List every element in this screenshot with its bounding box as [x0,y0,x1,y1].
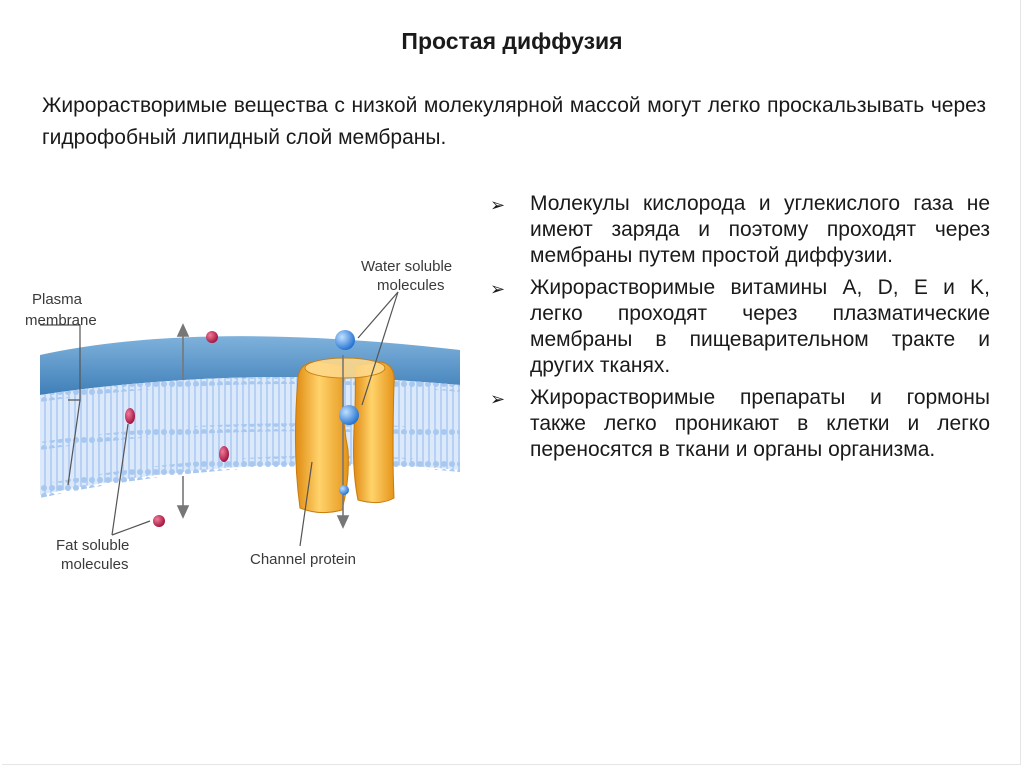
label-fat-2: molecules [61,556,129,573]
diffusion-arrows [176,323,350,529]
label-plasma-2: membrane [25,312,97,329]
arrow-bullet-icon: ➢ [490,195,506,215]
label-water-1: Water soluble [361,258,452,275]
arrow-bullet-icon: ➢ [490,389,506,409]
fat-soluble-molecules [125,331,229,527]
label-plasma-1: Plasma [32,291,83,308]
bullet-text: Жирорастворимые витамины A, D, E и K, ле… [530,276,990,377]
bullet-list: ➢ Молекулы кислорода и углекислого газа … [490,191,990,469]
water-soluble-molecules [335,330,359,495]
bullet-item: ➢ Жирорастворимые препараты и гормоны та… [490,385,990,463]
bullet-item: ➢ Молекулы кислорода и углекислого газа … [490,191,990,269]
membrane-top-surface [40,336,460,395]
bullet-item: ➢ Жирорастворимые витамины A, D, E и K, … [490,275,990,379]
bullet-text: Жирорастворимые препараты и гормоны такж… [530,386,990,461]
channel-protein [294,357,395,514]
arrow-bullet-icon: ➢ [490,279,506,299]
bullet-text: Молекулы кислорода и углекислого газа не… [530,192,990,267]
membrane-diagram: Plasma membrane Water soluble molecules … [25,258,460,573]
label-water-2: molecules [377,277,445,294]
label-channel: Channel protein [250,551,356,568]
slide-title: Простая диффузия [401,28,623,54]
label-fat-1: Fat soluble [56,537,129,554]
intro-paragraph: Жирорастворимые вещества с низкой молеку… [42,94,986,149]
label-leaders [40,291,399,547]
